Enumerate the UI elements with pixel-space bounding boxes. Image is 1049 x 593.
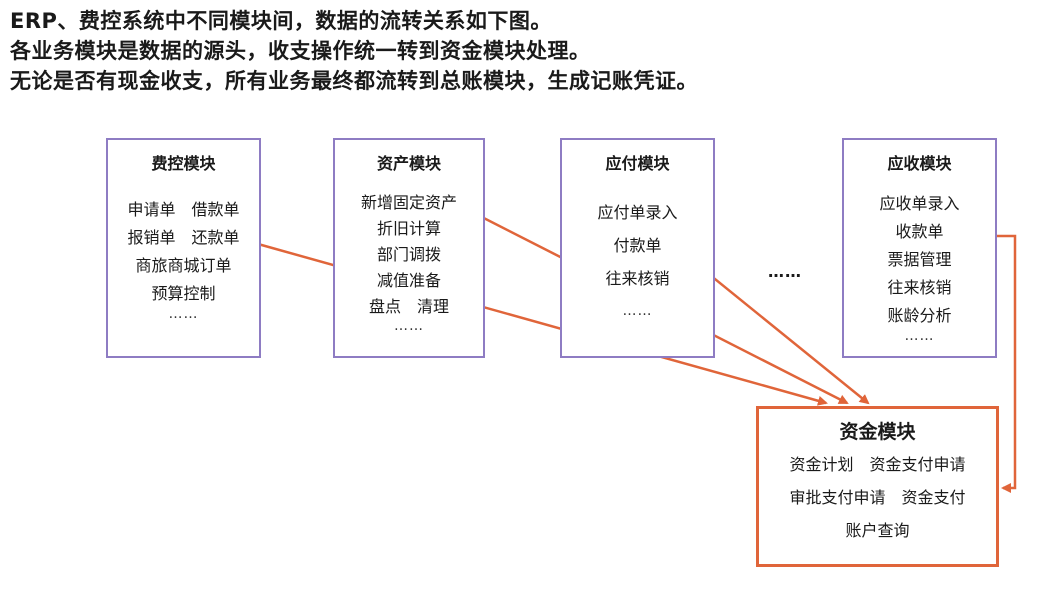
receivable-item: 账龄分析 [887, 306, 952, 325]
expense-item: 商旅商城订单 [135, 256, 232, 275]
finance-item: 账户查询 [845, 521, 910, 540]
intro-line-1: ERP、费控系统中不同模块间，数据的流转关系如下图。 [10, 9, 552, 33]
payable-item: 应付单录入 [597, 203, 678, 222]
payable-item: 付款单 [613, 236, 662, 255]
payable-module: 应付模块 应付单录入 付款单 往来核销 …… [560, 138, 715, 358]
receivable-item: 收款单 [895, 222, 944, 241]
receivable-item: 票据管理 [887, 250, 952, 269]
asset-item: 部门调拨 [376, 245, 441, 264]
intro-line-2: 各业务模块是数据的源头，收支操作统一转到资金模块处理。 [10, 39, 591, 63]
asset-module-title: 资产模块 [376, 154, 441, 173]
asset-item: 减值准备 [376, 271, 441, 290]
expense-item: 报销单 还款单 [127, 228, 240, 247]
asset-item: 折旧计算 [376, 219, 441, 238]
expense-more: …… [168, 306, 199, 322]
expense-item: 申请单 借款单 [127, 200, 240, 219]
asset-item: 盘点 清理 [368, 297, 449, 316]
expense-module: 费控模块 申请单 借款单 报销单 还款单 商旅商城订单 预算控制 …… [106, 138, 261, 358]
receivable-module-title: 应收模块 [887, 154, 952, 173]
asset-item: 新增固定资产 [360, 193, 457, 212]
expense-item: 预算控制 [151, 284, 216, 303]
payable-item: 往来核销 [605, 269, 670, 288]
finance-item: 资金计划 资金支付申请 [789, 455, 966, 474]
intro-text: ERP、费控系统中不同模块间，数据的流转关系如下图。 各业务模块是数据的源头，收… [10, 6, 698, 96]
receivable-module: 应收模块 应收单录入 收款单 票据管理 往来核销 账龄分析 …… [842, 138, 997, 358]
finance-item: 审批支付申请 资金支付 [789, 488, 966, 507]
asset-more: …… [394, 318, 424, 334]
receivable-item: 应收单录入 [879, 194, 960, 213]
asset-module: 资产模块 新增固定资产 折旧计算 部门调拨 减值准备 盘点 清理 …… [333, 138, 485, 358]
finance-module: 资金模块 资金计划 资金支付申请 审批支付申请 资金支付 账户查询 [756, 406, 999, 567]
finance-module-title: 资金模块 [839, 421, 916, 443]
intro-line-3: 无论是否有现金收支，所有业务最终都流转到总账模块，生成记账凭证。 [10, 69, 698, 93]
payable-more: …… [622, 303, 653, 319]
expense-module-title: 费控模块 [151, 154, 216, 173]
receivable-more: …… [904, 328, 935, 344]
payable-module-title: 应付模块 [605, 154, 670, 173]
receivable-item: 往来核销 [887, 278, 952, 297]
more-modules-dots: …… [768, 262, 802, 281]
